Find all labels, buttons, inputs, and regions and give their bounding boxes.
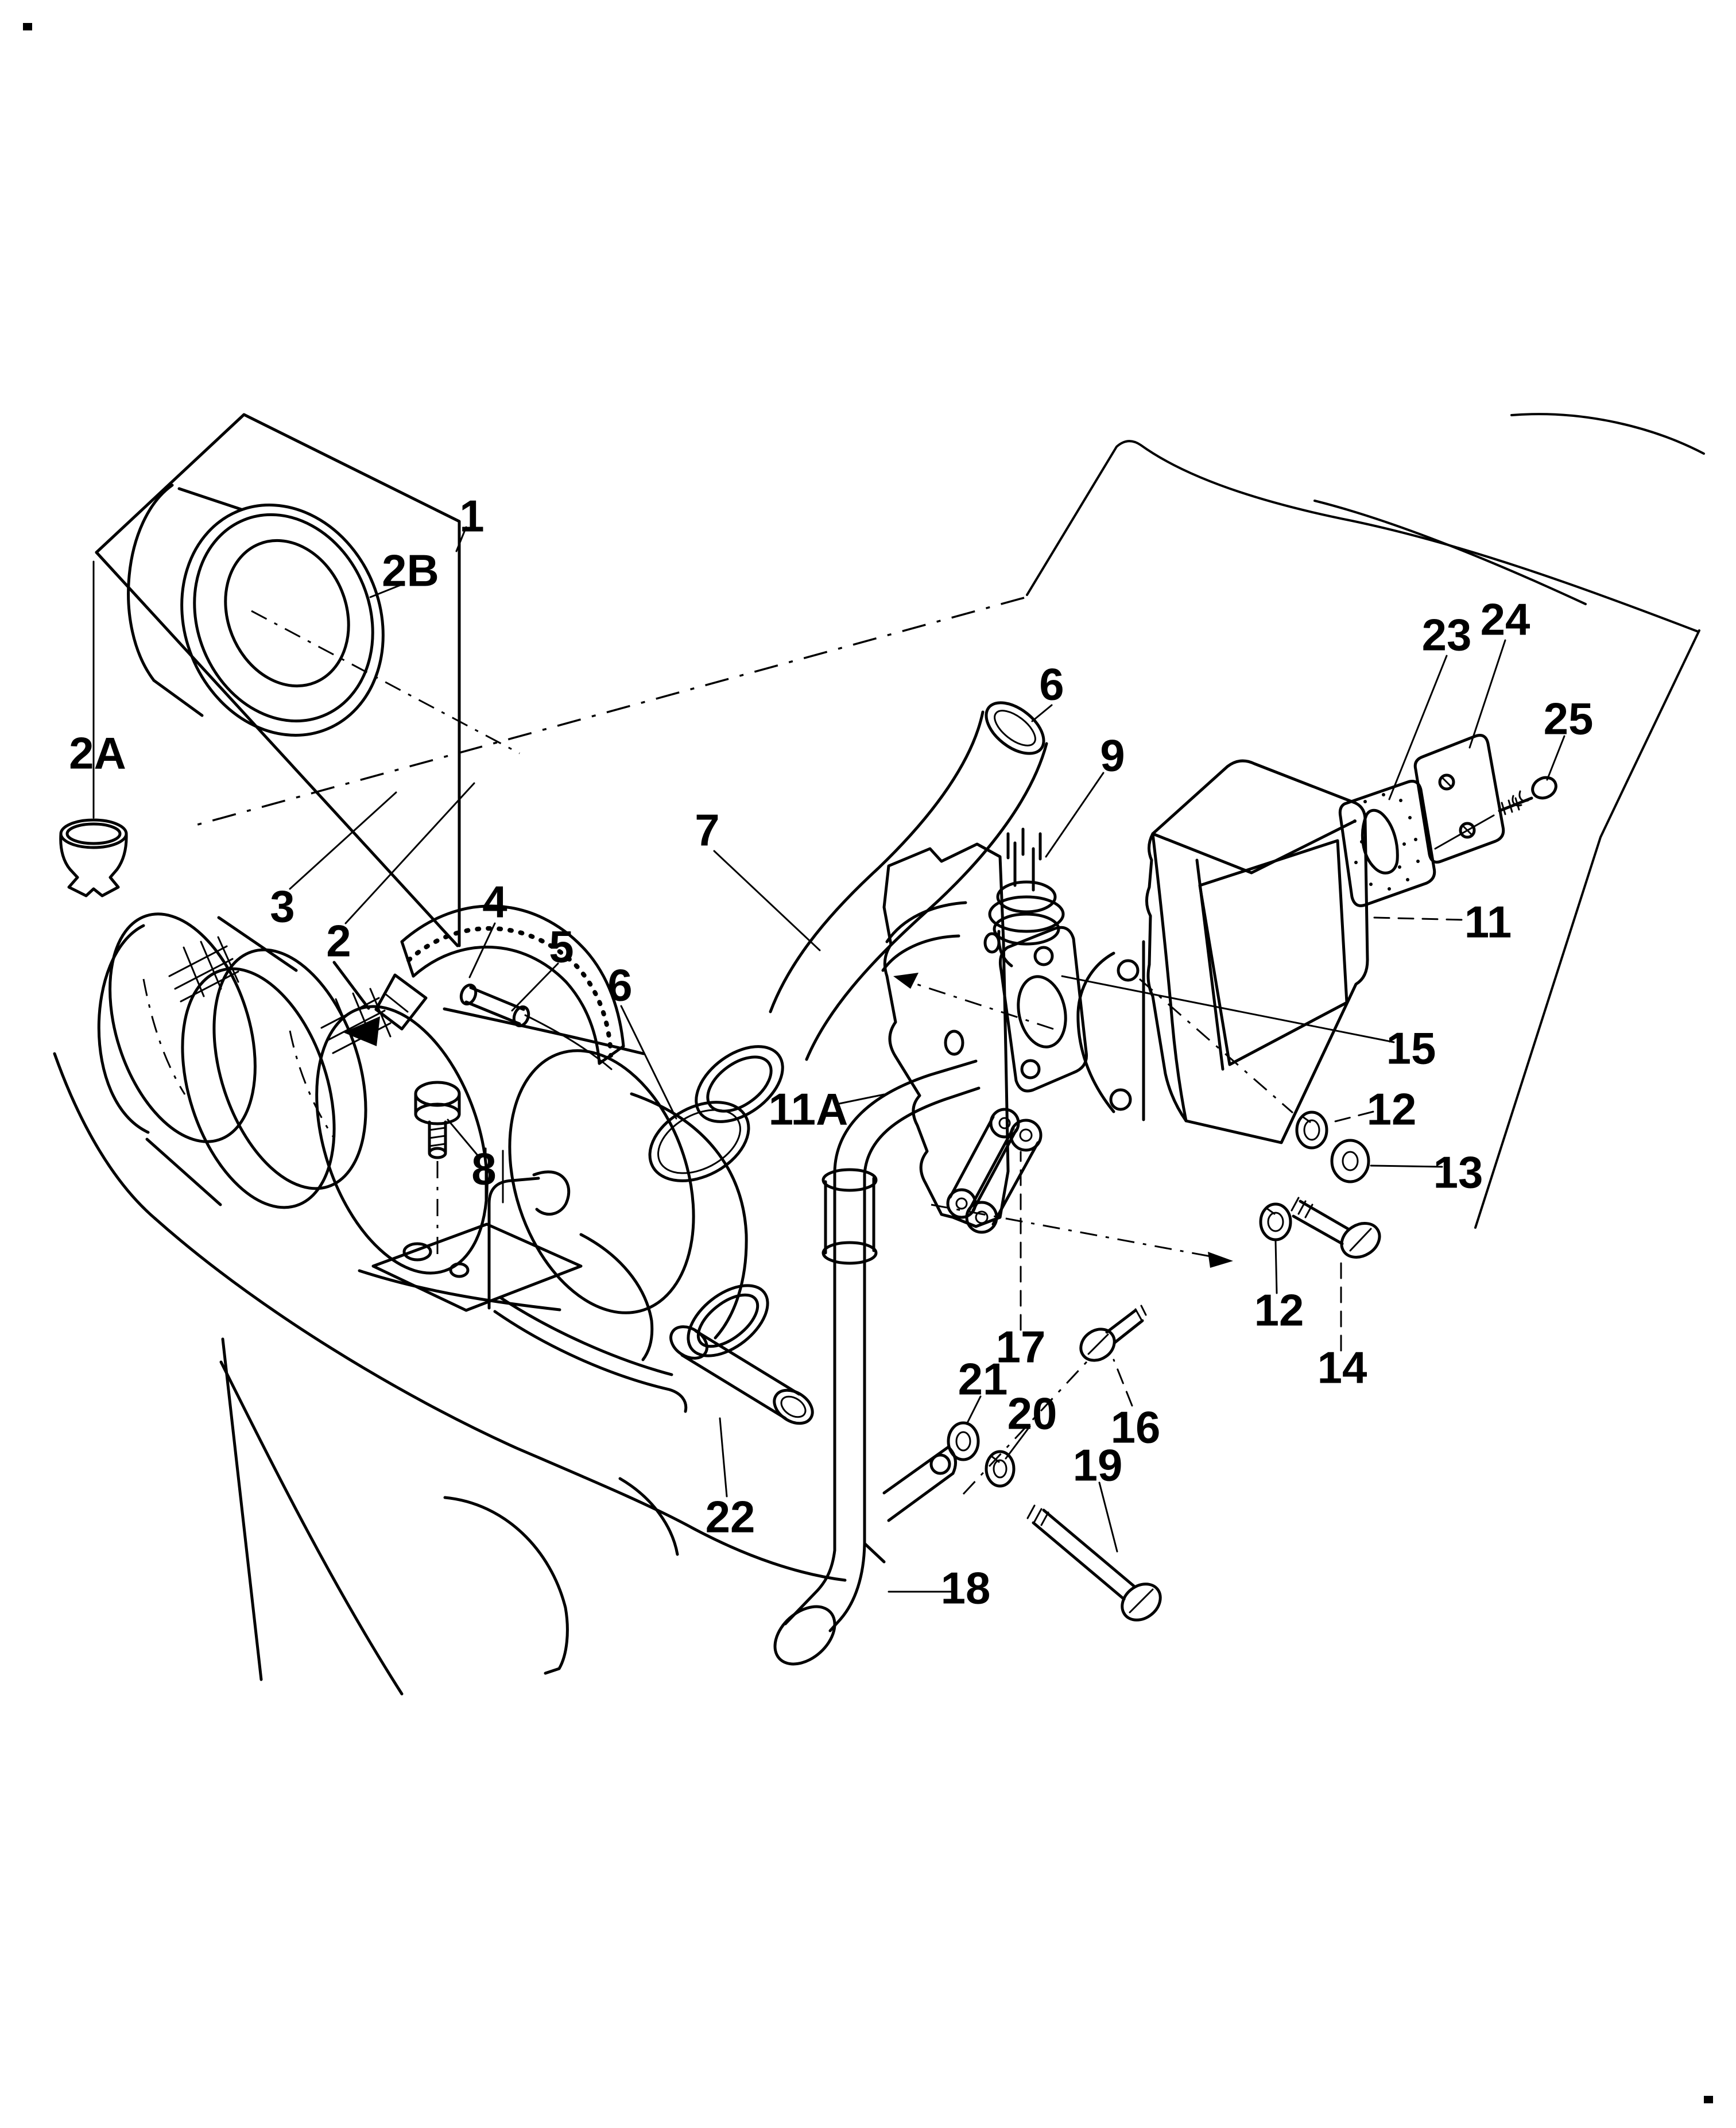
callout-20: 20: [1008, 1388, 1057, 1439]
detail-box: [95, 413, 461, 947]
hose-clamp-lower: [648, 1101, 750, 1182]
callout-4: 4: [482, 877, 507, 927]
callout-16: 16: [1111, 1402, 1161, 1453]
assembly-axes: [893, 973, 1293, 1495]
callout-2A: 2A: [69, 728, 126, 779]
filter-element: [127, 483, 520, 755]
callout-12-lower: 12: [1254, 1285, 1304, 1336]
callout-23: 23: [1422, 610, 1472, 660]
gasket-15: [998, 926, 1088, 1093]
callout-3: 3: [270, 881, 294, 932]
leader-lines: [289, 526, 1566, 1593]
callout-24: 24: [1481, 594, 1530, 645]
support-straps-17: [946, 1108, 1043, 1234]
callout-6-lower: 6: [607, 960, 632, 1011]
callout-18: 18: [941, 1563, 991, 1614]
cover-plate-24: [1413, 734, 1505, 864]
callout-12-upper: 12: [1367, 1084, 1417, 1135]
breather-pipe-18: [773, 1059, 981, 1666]
callout-15: 15: [1386, 1023, 1436, 1074]
callout-2: 2: [326, 916, 351, 966]
lock-washer-12-upper: [1295, 1111, 1328, 1150]
callout-13: 13: [1433, 1147, 1483, 1198]
callout-17: 17: [996, 1322, 1046, 1372]
mounting-bracket: [371, 1147, 688, 1413]
corner-mark: [23, 23, 32, 30]
manifold-elbow: [881, 901, 967, 972]
band-arrow: [343, 1016, 380, 1046]
bolt-16: [1079, 1305, 1147, 1362]
callout-22: 22: [706, 1492, 755, 1542]
engine-plate-11A: [882, 842, 1010, 1228]
bracket-bolt-8: [414, 1081, 461, 1258]
callout-21: 21: [958, 1354, 1008, 1405]
bolt-19: [1026, 1504, 1162, 1622]
callout-2B: 2B: [382, 545, 439, 596]
callout-6-upper: 6: [1039, 659, 1064, 710]
body-outline: [53, 1052, 847, 1696]
intake-flange: [1076, 940, 1145, 1121]
gasket-stipple: [1353, 793, 1420, 891]
callout-11A: 11A: [769, 1084, 848, 1135]
breather-hose-22: [669, 1325, 814, 1425]
callout-14: 14: [1318, 1342, 1367, 1393]
hose-clamp-upper: [985, 701, 1045, 755]
intake-hose-7: [695, 701, 1048, 1123]
bolt-14: [1291, 1197, 1381, 1259]
mesh-screen: [168, 936, 239, 1003]
air-cleaner-canister: [315, 961, 769, 1361]
callout-11: 11: [1464, 897, 1512, 947]
heater-box-11: [1145, 759, 1369, 1144]
flat-washer-13: [1330, 1139, 1370, 1183]
callout-25: 25: [1544, 694, 1594, 744]
corner-mark: [1704, 2096, 1713, 2103]
callout-19: 19: [1073, 1440, 1123, 1491]
dust-valve-2A: [59, 560, 128, 897]
callout-5: 5: [549, 922, 574, 972]
band-latch-rod: [459, 984, 613, 1070]
lock-washer-20: [985, 1450, 1016, 1488]
air-cleaner-ring: [181, 948, 392, 1209]
air-cleaner-end-cap: [97, 912, 298, 1206]
callout-9: 9: [1100, 730, 1125, 781]
callout-8: 8: [471, 1144, 496, 1194]
callout-1: 1: [459, 491, 484, 541]
corner-marks: [23, 23, 1713, 2103]
screw-25: [1434, 776, 1557, 850]
hood-outline: [189, 413, 1705, 1229]
callout-7: 7: [695, 805, 719, 856]
lock-washer-12-lower: [1259, 1202, 1292, 1241]
flat-washer-21: [947, 1421, 980, 1461]
